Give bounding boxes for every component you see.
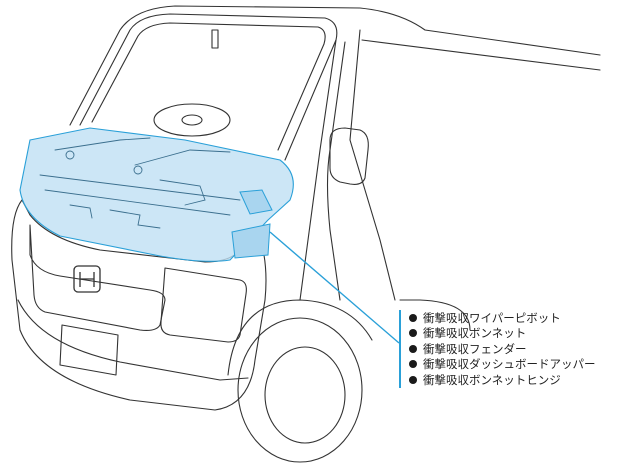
legend-item: 衝撃吸収ボンネット — [409, 326, 596, 342]
legend-item: 衝撃吸収フェンダー — [409, 341, 596, 357]
bullet-icon — [409, 344, 417, 353]
roof-outline — [69, 5, 601, 126]
legend-item-label: 衝撃吸収ワイパーピボット — [423, 310, 561, 325]
windshield-frame — [79, 13, 338, 161]
steering-hub — [181, 114, 203, 126]
cowl-detail-2 — [44, 189, 231, 216]
wheel-arch — [227, 299, 373, 376]
rear-body-line — [399, 299, 471, 331]
wiper-pivot-right — [133, 165, 143, 175]
highlight-fender — [231, 223, 271, 259]
legend-item-label: 衝撃吸収ダッシュボードアッパー — [423, 357, 596, 372]
side-mirror — [329, 127, 369, 185]
legend-item-label: 衝撃吸収フェンダー — [423, 341, 527, 356]
side-window — [361, 39, 601, 71]
cowl-detail-1 — [39, 174, 241, 201]
legend-item: 衝撃吸収ダッシュボードアッパー — [409, 357, 596, 373]
bullet-icon — [409, 360, 417, 369]
cowl-detail-4 — [159, 179, 206, 206]
a-pillar — [299, 39, 337, 301]
legend-item: 衝撃吸収ボンネットヒンジ — [409, 372, 596, 388]
license-plate — [59, 324, 119, 376]
front-face — [11, 199, 267, 411]
cowl-detail-3 — [69, 204, 161, 229]
legend-item: 衝撃吸収ワイパーピボット — [409, 310, 596, 326]
headlight — [160, 267, 247, 343]
feature-legend: 衝撃吸収ワイパーピボット 衝撃吸収ボンネット 衝撃吸収フェンダー 衝撃吸収ダッシ… — [399, 310, 596, 388]
legend-item-label: 衝撃吸収ボンネット — [423, 326, 527, 341]
rear-view-mirror — [211, 29, 219, 49]
wiper-arm-left — [54, 137, 151, 151]
front-tire — [237, 317, 363, 463]
bullet-icon — [409, 375, 417, 384]
grille-panel — [29, 224, 166, 331]
bullet-icon — [409, 329, 417, 338]
wiper-arm-right — [134, 149, 231, 166]
legend-item-label: 衝撃吸収ボンネットヒンジ — [423, 372, 561, 387]
highlight-hood-area — [19, 127, 294, 262]
leader-line — [269, 231, 400, 344]
bullet-icon — [409, 313, 417, 322]
wiper-pivot-left — [65, 150, 75, 160]
honda-h-emblem-icon — [73, 265, 101, 293]
side-body-line — [349, 29, 396, 301]
shock-absorbing-zone — [19, 127, 294, 262]
bumper-line — [17, 299, 249, 381]
windshield-inner — [91, 22, 326, 151]
steering-wheel — [153, 103, 231, 137]
front-rim — [264, 346, 346, 444]
highlight-bonnet-hinge — [239, 189, 273, 215]
